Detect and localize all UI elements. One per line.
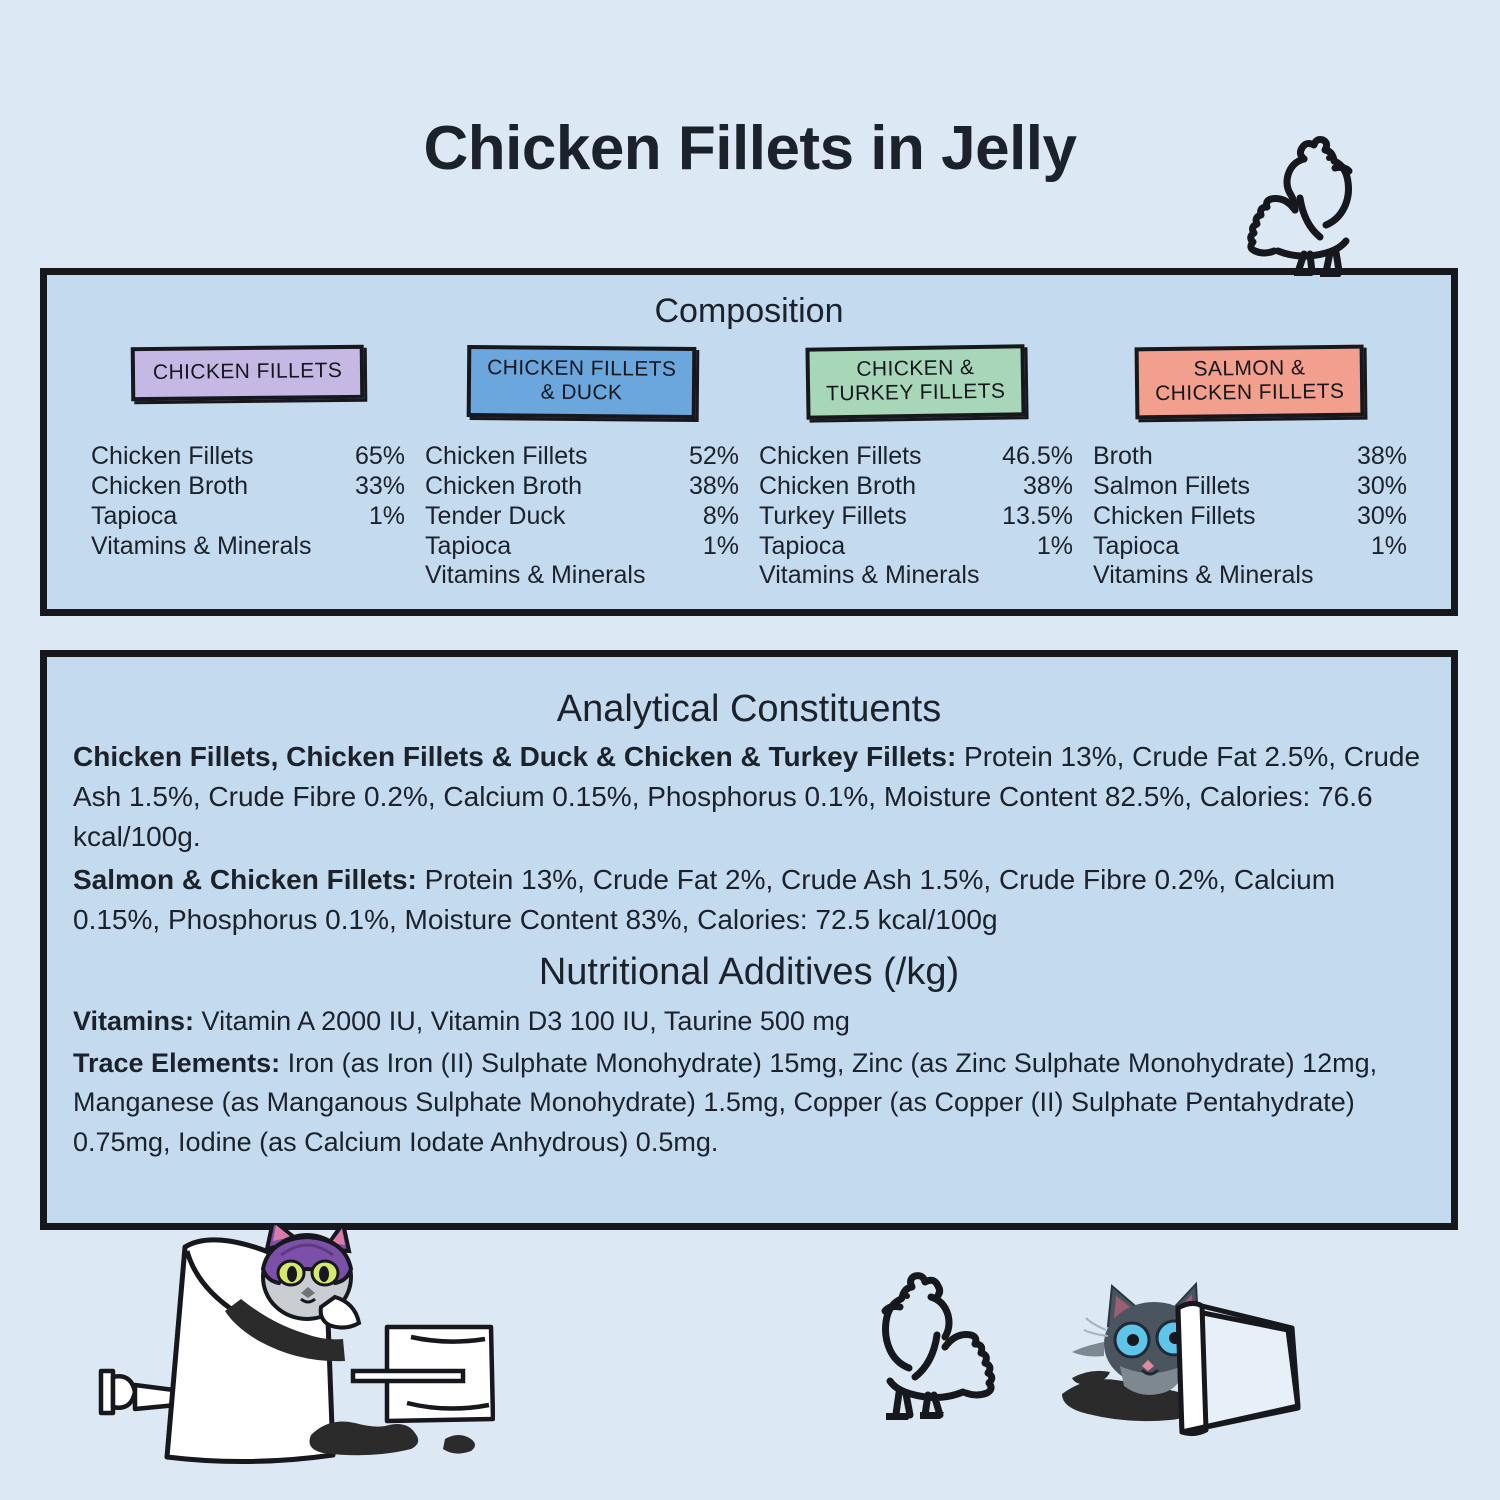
chicken-line-drawing-bottom (858, 1262, 1003, 1442)
list-item: Tapioca 1% (91, 502, 405, 532)
list-item: Tender Duck 8% (425, 502, 739, 532)
list-item: Chicken Fillets 46.5% (759, 442, 1073, 472)
chip-salmon-chicken-fillets: SALMON &CHICKEN FILLETS (1134, 344, 1366, 420)
list-item: Tapioca 1% (1093, 532, 1407, 562)
ingredient-list: Chicken Fillets 65% Chicken Broth 33% Tapi… (91, 442, 405, 561)
list-item: Vitamins & Minerals (91, 532, 405, 562)
ingredient-name: Tapioca (759, 531, 846, 560)
ingredient-name: Chicken Fillets (759, 442, 922, 471)
list-item: Vitamins & Minerals (1093, 561, 1407, 591)
composition-columns: CHICKEN FILLETS Chicken Fillets 65% Chick… (47, 330, 1451, 591)
additives-paragraph-rest: Vitamin A 2000 IU, Vitamin D3 100 IU, Ta… (194, 1006, 850, 1037)
ingredient-name: Tapioca (1093, 531, 1180, 560)
ingredient-name: Tapioca (91, 501, 178, 530)
list-item: Vitamins & Minerals (425, 561, 739, 591)
chip-wrap: CHICKEN &TURKEY FILLETS (759, 344, 1073, 420)
list-item: Tapioca 1% (759, 532, 1073, 562)
page-title: Chicken Fillets in Jelly (423, 114, 1077, 183)
ingredient-name: Chicken Fillets (425, 442, 588, 471)
ingredient-name: Vitamins & Minerals (91, 531, 312, 560)
list-item: Chicken Fillets 52% (425, 442, 739, 472)
ingredient-percent: 33% (354, 472, 405, 501)
ingredient-list: Chicken Fillets 46.5% Chicken Broth 38% Tu… (759, 442, 1073, 591)
ingredient-percent: 65% (354, 442, 405, 471)
composition-column-chicken-fillets-duck: CHICKEN FILLETS& DUCK Chicken Fillets 52%… (415, 345, 749, 591)
additives-paragraph-rest: Iron (as Iron (II) Sulphate Monohydrate)… (73, 1048, 1378, 1157)
analytical-constituents-heading: Analytical Constituents (556, 688, 942, 730)
ingredient-name: Chicken Broth (91, 472, 249, 501)
additives-paragraph: Vitamins: Vitamin A 2000 IU, Vitamin D3 … (73, 1002, 1425, 1041)
ingredient-name: Broth (1093, 442, 1153, 471)
chip-chicken-turkey-fillets: CHICKEN &TURKEY FILLETS (805, 344, 1027, 420)
list-item: Chicken Fillets 65% (91, 442, 405, 472)
ingredient-percent: 30% (1356, 472, 1407, 501)
ingredient-name: Chicken Fillets (91, 442, 254, 471)
ingredient-percent: 1% (1036, 531, 1073, 560)
ingredient-percent: 30% (1356, 501, 1407, 530)
additives-paragraph-lead: Vitamins: (73, 1006, 195, 1037)
chicken-line-drawing-top (1238, 132, 1378, 282)
composition-panel: Composition CHICKEN FILLETS Chicken Fill… (40, 268, 1458, 616)
list-item: Chicken Broth 33% (91, 472, 405, 502)
list-item: Chicken Broth 38% (759, 472, 1073, 502)
ingredient-percent: 46.5% (1002, 442, 1073, 471)
ingredient-name: Chicken Broth (425, 472, 583, 501)
ingredient-percent: 1% (702, 531, 739, 560)
ingredient-name: Vitamins & Minerals (425, 561, 646, 590)
list-item: Broth 38% (1093, 442, 1407, 472)
ingredient-percent: 38% (1356, 442, 1407, 471)
analytical-constituents-panel: Analytical Constituents Chicken Fillets,… (40, 650, 1458, 1230)
analytical-paragraph: Chicken Fillets, Chicken Fillets & Duck … (73, 737, 1425, 858)
cat-in-tipped-bucket (1050, 1278, 1320, 1468)
composition-column-chicken-turkey-fillets: CHICKEN &TURKEY FILLETS Chicken Fillets 4… (749, 344, 1083, 591)
analytical-paragraph-rest: Protein 13%, Crude Fat 2.5%, Crude Ash 1… (73, 740, 1421, 853)
ingredient-percent: 38% (688, 472, 739, 501)
analytical-paragraph-rest: Protein 13%, Crude Fat 2%, Crude Ash 1.5… (73, 863, 1336, 936)
composition-heading: Composition (654, 292, 844, 330)
list-item: Chicken Fillets 30% (1093, 502, 1407, 532)
ingredient-name: Chicken Broth (759, 472, 917, 501)
ingredient-name: Chicken Fillets (1093, 501, 1256, 530)
ingredient-percent: 52% (688, 442, 739, 471)
list-item: Turkey Fillets 13.5% (759, 502, 1073, 532)
ingredient-name: Turkey Fillets (759, 501, 907, 530)
chip-wrap: CHICKEN FILLETS (91, 345, 405, 420)
chip-chicken-fillets: CHICKEN FILLETS (131, 345, 365, 402)
ingredient-name: Tender Duck (425, 501, 566, 530)
ingredient-percent: 1% (368, 501, 405, 530)
analytical-body: Chicken Fillets, Chicken Fillets & Duck … (47, 731, 1451, 941)
list-item: Chicken Broth 38% (425, 472, 739, 502)
ingredient-name: Salmon Fillets (1093, 472, 1250, 501)
ingredient-name: Vitamins & Minerals (1093, 561, 1314, 590)
cat-in-food-sack-with-shovel (95, 1217, 496, 1500)
analytical-paragraph-lead: Chicken Fillets, Chicken Fillets & Duck … (73, 740, 957, 772)
nutritional-additives-heading: Nutritional Additives (/kg) (538, 951, 960, 994)
ingredient-percent: 1% (1370, 531, 1407, 560)
ingredient-percent: 13.5% (1002, 501, 1073, 530)
ingredient-list: Chicken Fillets 52% Chicken Broth 38% Tend… (425, 442, 739, 591)
ingredient-percent: 8% (702, 501, 739, 530)
ingredient-percent: 38% (1022, 472, 1073, 501)
chip-chicken-fillets-duck: CHICKEN FILLETS& DUCK (467, 345, 697, 420)
list-item: Tapioca 1% (425, 532, 739, 562)
nutritional-additives-body: Vitamins: Vitamin A 2000 IU, Vitamin D3 … (47, 998, 1451, 1162)
list-item: Salmon Fillets 30% (1093, 472, 1407, 502)
ingredient-name: Vitamins & Minerals (759, 561, 980, 590)
composition-column-salmon-chicken-fillets: SALMON &CHICKEN FILLETS Broth 38% Salmon … (1083, 344, 1417, 591)
chip-wrap: CHICKEN FILLETS& DUCK (425, 345, 739, 420)
list-item: Vitamins & Minerals (759, 561, 1073, 591)
ingredient-list: Broth 38% Salmon Fillets 30% Chicken Fille… (1093, 442, 1407, 591)
analytical-paragraph: Salmon & Chicken Fillets: Protein 13%, C… (73, 860, 1425, 941)
analytical-paragraph-lead: Salmon & Chicken Fillets: (73, 863, 417, 895)
additives-paragraph: Trace Elements: Iron (as Iron (II) Sulph… (73, 1044, 1425, 1161)
ingredient-name: Tapioca (425, 531, 512, 560)
composition-column-chicken-fillets: CHICKEN FILLETS Chicken Fillets 65% Chick… (81, 345, 415, 591)
additives-paragraph-lead: Trace Elements: (73, 1048, 281, 1079)
chip-wrap: SALMON &CHICKEN FILLETS (1093, 344, 1407, 420)
